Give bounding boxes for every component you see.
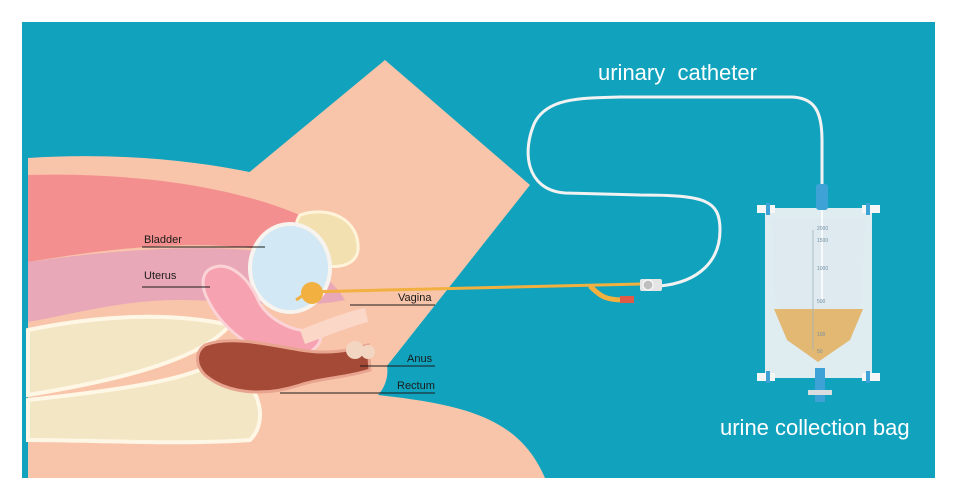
catheter-tube — [295, 95, 824, 304]
anatomy-cross-section — [26, 156, 545, 478]
bag-scale-label: 500 — [817, 299, 826, 305]
vaginal-canal — [300, 308, 368, 344]
bag-bracket-clip — [866, 371, 870, 383]
bag-scale-label: 100 — [817, 332, 826, 338]
label-anus: Anus — [407, 353, 433, 365]
rectum-organ — [196, 339, 372, 394]
bag-outlet — [815, 368, 825, 402]
bag-outlet-valve — [808, 390, 832, 395]
bag-bracket-clip — [766, 371, 770, 383]
tissue-accent — [361, 345, 375, 359]
catheter-shaft — [304, 282, 641, 294]
catheter-tip — [295, 292, 306, 302]
spine-lower — [26, 357, 262, 445]
bag-bracket — [862, 205, 880, 213]
urine-collection-bag: 2000 1500 1000 500 100 50 — [757, 184, 880, 402]
catheter-branch-cap — [620, 296, 634, 303]
bag-bracket-clip — [766, 203, 770, 215]
catheter-balloon — [301, 282, 323, 304]
bag-scale-label: 1500 — [817, 238, 828, 244]
bag-scale-label: 2000 — [817, 226, 828, 232]
label-bladder: Bladder — [144, 234, 182, 246]
catheter-valve — [642, 279, 654, 291]
bag-scale-label: 1000 — [817, 266, 828, 272]
catheter-drainage-line — [526, 95, 824, 288]
bag-urine-fill — [774, 309, 863, 362]
label-urine-collection-bag: urine collection bag — [720, 415, 910, 440]
abdominal-wall — [28, 174, 330, 262]
tissue-accent — [346, 341, 364, 359]
label-urinary-catheter: urinary catheter — [598, 60, 757, 85]
label-vagina: Vagina — [398, 292, 432, 304]
bag-bracket — [862, 373, 880, 381]
bag-bracket-clip — [866, 203, 870, 215]
label-uterus: Uterus — [144, 270, 177, 282]
label-rectum: Rectum — [397, 380, 435, 392]
bag-scale-label: 50 — [817, 349, 823, 355]
label-leaders — [142, 246, 435, 394]
bag-inlet-connector — [816, 184, 828, 210]
